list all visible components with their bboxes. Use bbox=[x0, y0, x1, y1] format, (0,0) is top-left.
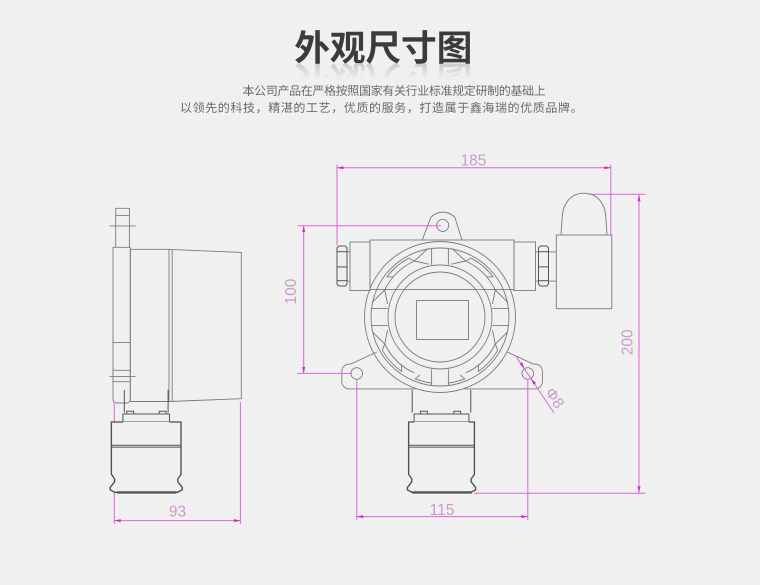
svg-text:100: 100 bbox=[283, 278, 300, 304]
svg-text:115: 115 bbox=[430, 502, 455, 519]
svg-text:93: 93 bbox=[169, 503, 186, 520]
svg-text:Φ8: Φ8 bbox=[541, 385, 567, 412]
svg-text:185: 185 bbox=[461, 153, 487, 170]
svg-text:200: 200 bbox=[620, 329, 637, 355]
